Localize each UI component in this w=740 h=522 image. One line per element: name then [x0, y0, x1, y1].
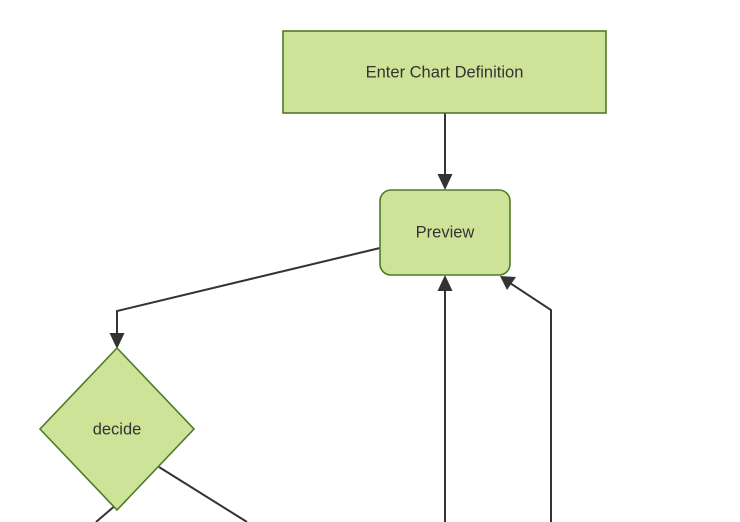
edge-enter-to-preview [437, 113, 453, 190]
edge-return-right-to-preview-arrowhead [500, 276, 516, 290]
edge-return-center-to-preview-arrowhead [437, 275, 453, 291]
edge-decide-branch-right-line [158, 466, 248, 522]
node-enter-chart-definition-shape[interactable] [282, 30, 607, 114]
edge-decide-branch-right [158, 466, 248, 522]
edge-layer [95, 113, 552, 522]
edge-return-right-to-preview [500, 276, 552, 522]
node-enter-chart-definition-label: Enter Chart Definition [366, 63, 524, 81]
edge-preview-to-decide-line [116, 247, 381, 341]
node-layer: Enter Chart Definition Preview decide [38, 30, 607, 512]
node-preview-shape[interactable] [379, 189, 511, 276]
node-decide-label: decide [93, 420, 142, 438]
node-decide[interactable]: decide [38, 346, 196, 512]
edge-return-right-to-preview-line [506, 280, 552, 522]
edge-preview-to-decide-arrowhead [109, 333, 125, 349]
node-preview-label: Preview [416, 223, 475, 241]
edge-preview-to-decide [109, 247, 381, 349]
edge-return-center-to-preview [437, 275, 453, 522]
node-decide-shape[interactable] [38, 346, 196, 512]
node-preview[interactable]: Preview [379, 189, 511, 276]
node-enter-chart-definition[interactable]: Enter Chart Definition [282, 30, 607, 114]
edge-enter-to-preview-arrowhead [437, 174, 453, 190]
